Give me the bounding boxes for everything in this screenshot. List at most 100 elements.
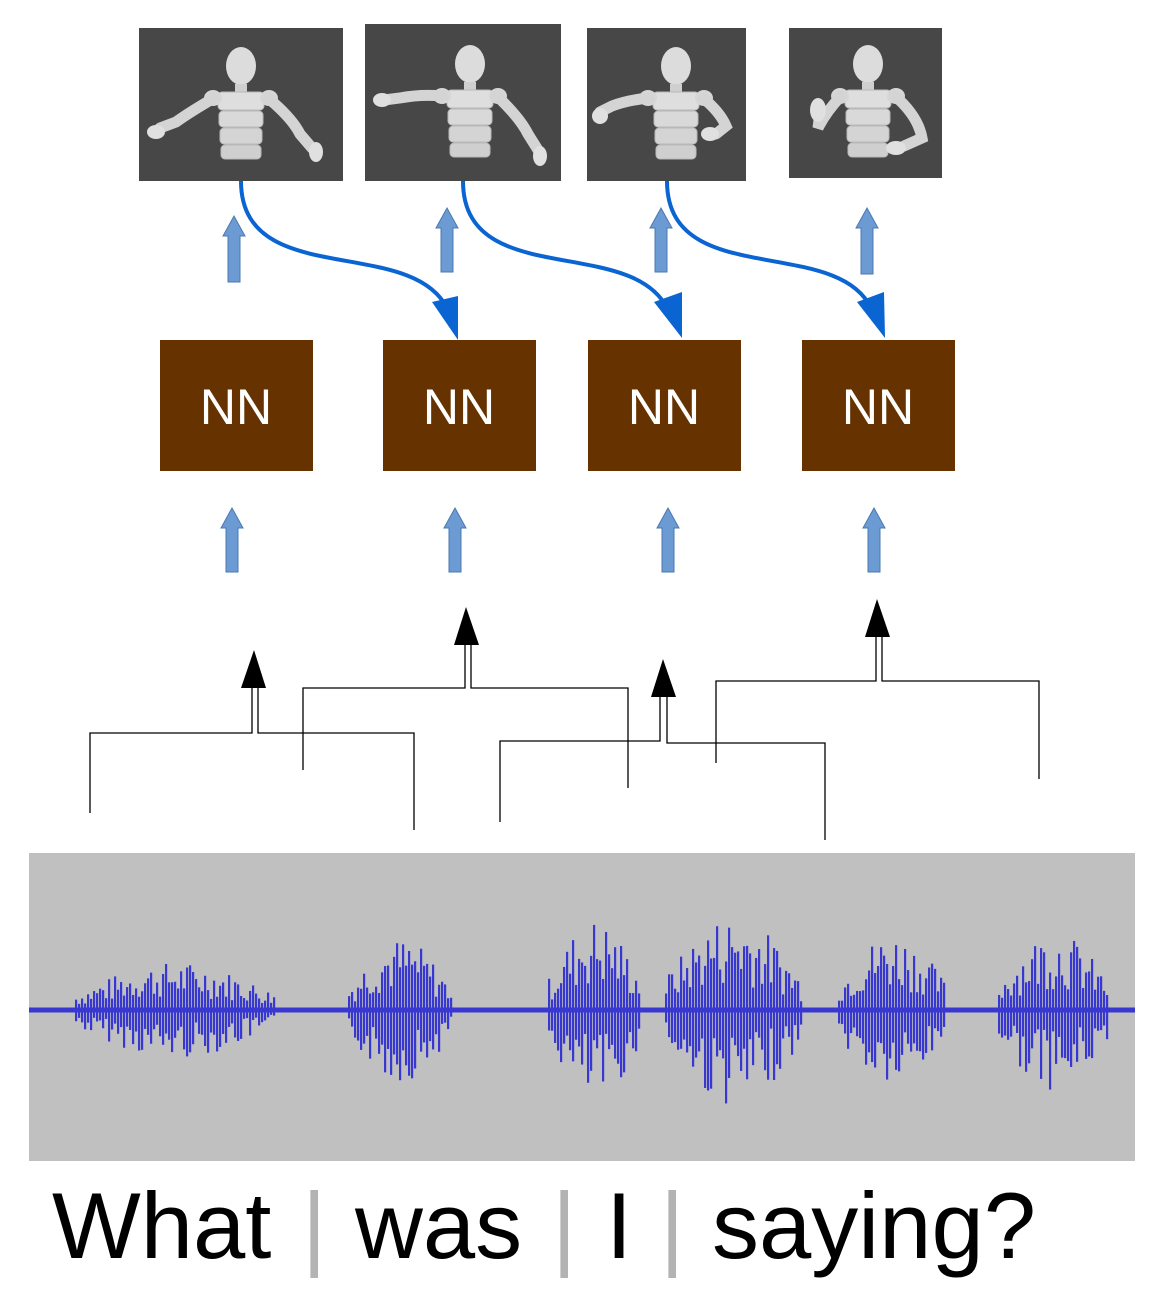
nn-node-1: NN bbox=[160, 340, 313, 471]
waveform-bar bbox=[862, 990, 865, 1044]
word-separator: | bbox=[302, 1173, 326, 1278]
context-window-4 bbox=[715, 637, 1040, 779]
waveform-bar bbox=[791, 987, 794, 1055]
waveform-bar bbox=[126, 987, 129, 1027]
waveform-bar bbox=[1052, 989, 1055, 1032]
waveform-bar bbox=[707, 940, 710, 1091]
waveform-bar bbox=[632, 993, 635, 1049]
waveform-bar bbox=[357, 987, 360, 1041]
waveform-bar bbox=[674, 988, 677, 1043]
waveform-bar bbox=[90, 998, 93, 1031]
waveform-bar bbox=[850, 995, 853, 1034]
waveform-bar bbox=[369, 993, 372, 1059]
waveform-bar bbox=[402, 944, 405, 1051]
waveform-bar bbox=[560, 983, 563, 1063]
waveform-bar bbox=[998, 994, 1001, 1034]
waveform-bar bbox=[788, 973, 791, 1037]
word-separator: | bbox=[660, 1173, 684, 1278]
recurrent-arrow-head bbox=[432, 296, 458, 340]
waveform-bar bbox=[123, 995, 126, 1048]
waveform-bar bbox=[1028, 981, 1031, 1064]
waveform-bar bbox=[111, 998, 114, 1030]
waveform-bar bbox=[755, 957, 758, 1033]
waveform-bar bbox=[761, 983, 764, 1050]
waveform-bar bbox=[868, 970, 871, 1053]
waveform-bar bbox=[940, 977, 943, 1037]
waveform-bar bbox=[838, 1000, 841, 1024]
waveform-bar bbox=[904, 948, 907, 1033]
waveform-bar bbox=[1013, 983, 1016, 1026]
waveform-bar bbox=[566, 951, 569, 1036]
waveform-bar bbox=[572, 940, 575, 1062]
waveform-bar bbox=[441, 981, 444, 1024]
waveform-bar bbox=[710, 958, 713, 1089]
waveform-bar bbox=[734, 952, 737, 1046]
waveform-bar bbox=[216, 996, 219, 1052]
waveform-bar bbox=[746, 945, 749, 1080]
waveform-bar bbox=[608, 954, 611, 1050]
waveform-bar bbox=[141, 991, 144, 1050]
waveform-bar bbox=[252, 985, 255, 1020]
waveform-bar bbox=[629, 992, 632, 1033]
waveform-bar bbox=[1034, 946, 1037, 1034]
waveform-bar bbox=[937, 991, 940, 1032]
waveform-bar bbox=[99, 988, 102, 1021]
avatar-gesture-icon bbox=[592, 46, 733, 160]
waveform-bar bbox=[1001, 997, 1004, 1038]
waveform-bar bbox=[408, 950, 411, 1076]
bracket-arrow-heads bbox=[241, 599, 890, 697]
waveform-bar bbox=[749, 953, 752, 1040]
waveform-bar bbox=[551, 999, 554, 1031]
waveform-bar bbox=[384, 966, 387, 1073]
waveform-bar bbox=[668, 974, 671, 1038]
waveform-bar bbox=[794, 980, 797, 1026]
waveform-bar bbox=[105, 998, 108, 1019]
waveform-bar bbox=[764, 964, 767, 1071]
bracket-arrow-head bbox=[865, 599, 890, 637]
waveform-bar bbox=[1079, 958, 1082, 1028]
up-arrows-to-frames bbox=[222, 206, 879, 283]
waveform-bar bbox=[1037, 983, 1040, 1030]
waveform-bar bbox=[117, 989, 120, 1034]
waveform-bar bbox=[695, 962, 698, 1058]
waveform-bar bbox=[683, 980, 686, 1040]
nn-node-label: NN bbox=[423, 379, 495, 435]
waveform-bar bbox=[438, 984, 441, 1052]
waveform-bar bbox=[261, 1002, 264, 1023]
waveform-bar bbox=[1088, 971, 1091, 1057]
waveform-bar bbox=[189, 965, 192, 1053]
waveform-bar bbox=[1100, 976, 1103, 1031]
waveform-bar bbox=[1094, 989, 1097, 1029]
waveform-bar bbox=[722, 982, 725, 1059]
waveform-bar bbox=[195, 979, 198, 1023]
context-window-3 bbox=[499, 697, 826, 840]
waveform-bar bbox=[1067, 989, 1070, 1062]
waveform-bar bbox=[614, 947, 617, 1059]
waveform-bar bbox=[429, 976, 432, 1042]
waveform-bar bbox=[554, 992, 557, 1043]
waveform-bar bbox=[680, 956, 683, 1049]
waveform-bar bbox=[638, 993, 641, 1029]
waveform-bar bbox=[177, 988, 180, 1031]
waveform-bar bbox=[1040, 948, 1043, 1079]
waveform-bar bbox=[444, 984, 447, 1023]
waveform-bar bbox=[901, 985, 904, 1055]
waveform-bar bbox=[779, 967, 782, 1069]
waveform-bar bbox=[150, 972, 153, 1044]
waveform-bar bbox=[138, 996, 141, 1051]
waveform-bar bbox=[797, 981, 800, 1040]
waveform-bar bbox=[737, 951, 740, 1057]
context-window-2 bbox=[302, 645, 629, 788]
waveform-bar bbox=[605, 931, 608, 1034]
waveform-bar bbox=[1064, 985, 1067, 1059]
transcript-word-3: I bbox=[606, 1173, 632, 1278]
waveform-bar bbox=[892, 965, 895, 1043]
waveform-bar bbox=[165, 963, 168, 1034]
waveform-bar bbox=[174, 981, 177, 1038]
waveform-bar bbox=[1082, 988, 1085, 1042]
waveform-bar bbox=[671, 974, 674, 1044]
waveform-bar bbox=[222, 982, 225, 1034]
waveform-bar bbox=[417, 972, 420, 1030]
waveform-bar bbox=[898, 979, 901, 1072]
